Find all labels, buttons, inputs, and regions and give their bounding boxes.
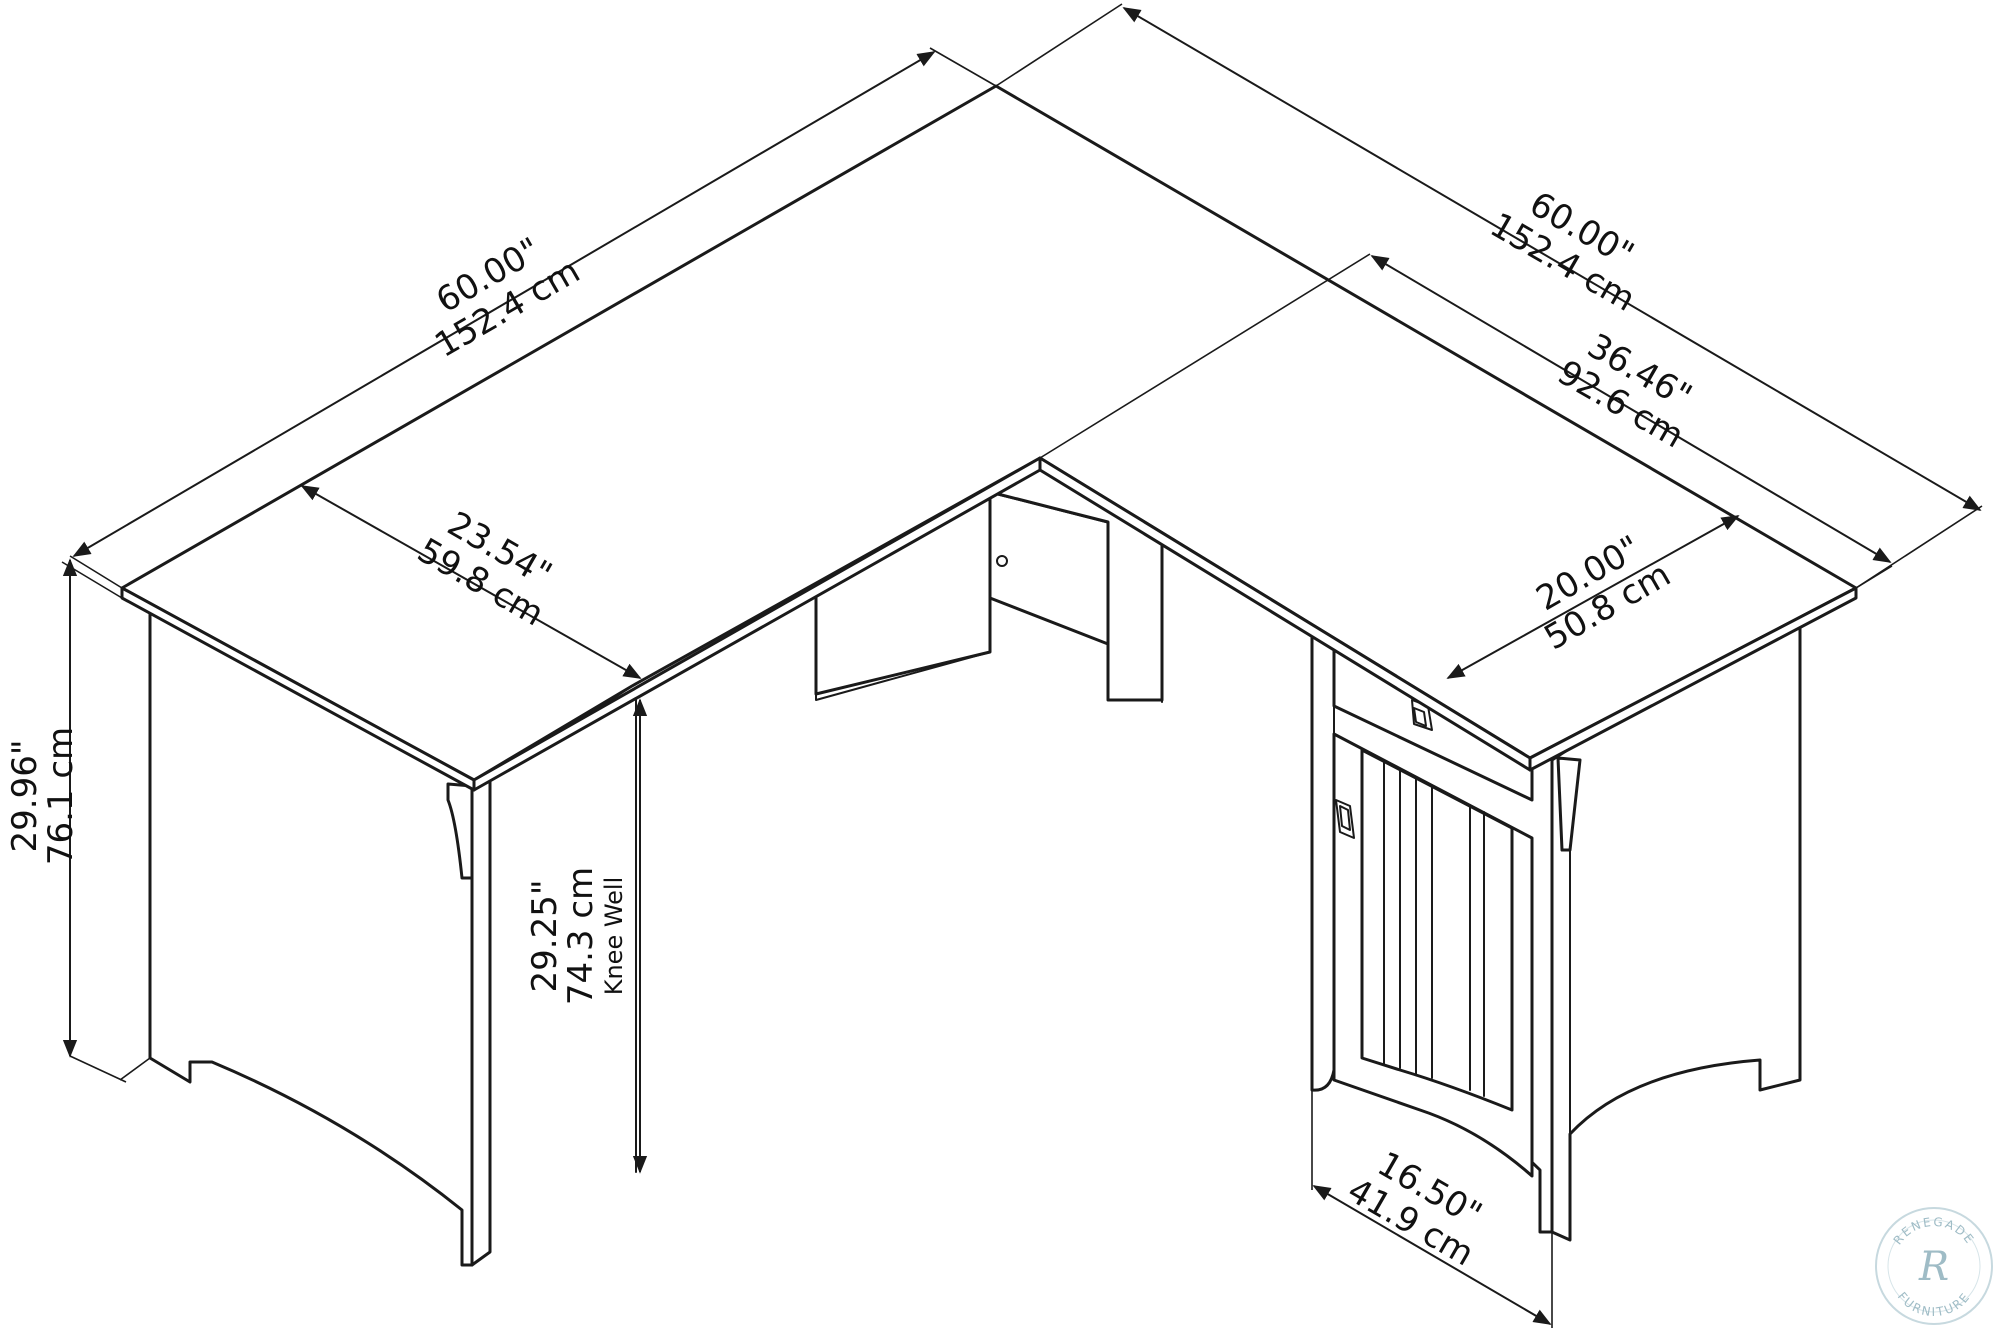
dim-line-top-left <box>72 51 936 557</box>
desktop-surface <box>120 84 1858 782</box>
watermark-bottom-text: FURNITURE <box>1895 1289 1971 1319</box>
renegade-furniture-watermark: RENEGADE FURNITURE R <box>1875 1207 1993 1325</box>
watermark-top-text: RENEGADE <box>1891 1215 1976 1248</box>
dim-line-left-depth <box>300 485 642 679</box>
label-knee-well-metric: 74.3 cm <box>561 867 601 1005</box>
left-end-panel <box>148 610 474 1267</box>
desktop-edge-right <box>1528 586 1858 772</box>
dim-line-right-return <box>1370 255 1892 563</box>
dim-line-right-depth <box>1446 515 1740 679</box>
label-knee-well-imperial: 29.25" <box>525 880 565 993</box>
dimension-lines <box>61 3 1983 1328</box>
dim-line-pedestal <box>1312 1185 1552 1325</box>
wire-grommet <box>996 555 1008 567</box>
label-height-imperial: 29.96" <box>5 740 45 853</box>
label-knee-well-note: Knee Well <box>600 877 628 996</box>
door-latch-icon <box>1335 799 1355 839</box>
left-panel-front-edge <box>470 778 492 1267</box>
left-bracket <box>446 782 474 880</box>
watermark-monogram: R <box>1918 1244 1949 1290</box>
right-bracket <box>1556 756 1582 852</box>
label-height-metric: 76.1 cm <box>41 727 81 865</box>
svg-text:FURNITURE: FURNITURE <box>1895 1289 1973 1319</box>
svg-text:RENEGADE: RENEGADE <box>1891 1215 1978 1248</box>
